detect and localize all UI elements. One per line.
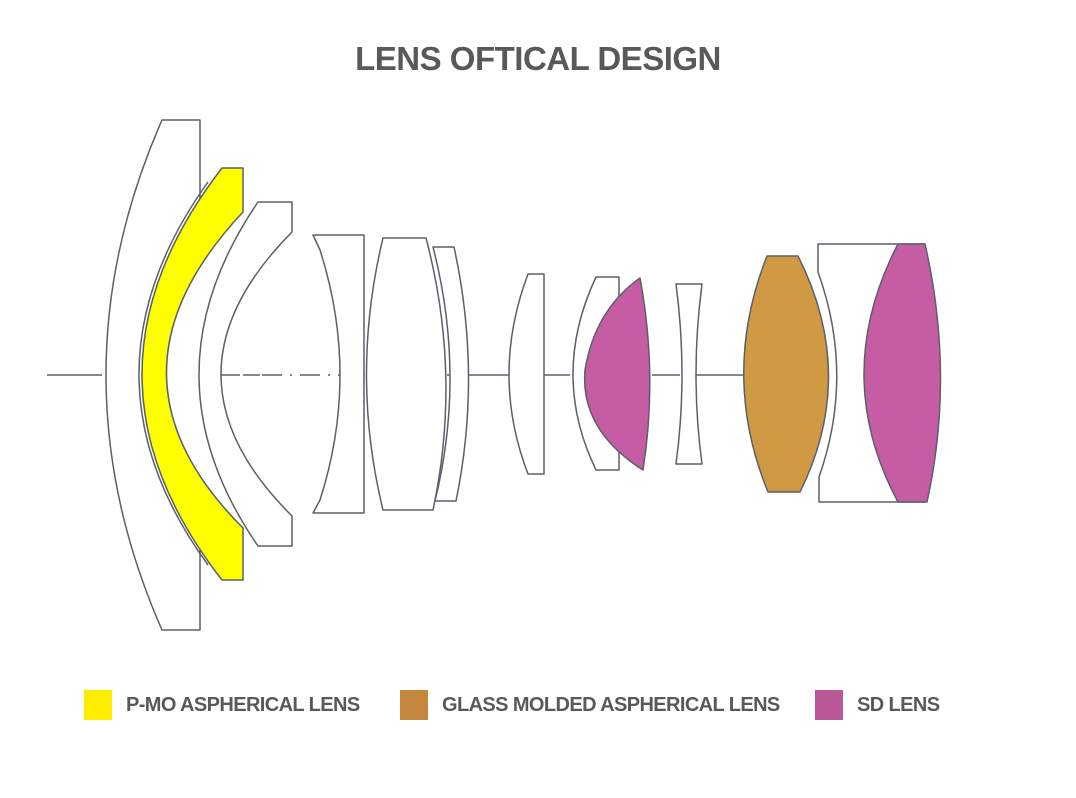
lens-element-7 (508, 273, 545, 475)
legend-label: P-MO ASPHERICAL LENS (126, 693, 360, 716)
lens-element-9 (583, 277, 651, 471)
legend-swatch-glass-molded (400, 690, 428, 720)
lens-element-3 (198, 201, 293, 547)
legend: P-MO ASPHERICAL LENS GLASS MOLDED ASPHER… (0, 690, 1076, 724)
lens-element-13 (863, 243, 942, 503)
lens-element-11 (743, 255, 830, 493)
legend-item-p-mo: P-MO ASPHERICAL LENS (84, 690, 360, 720)
lens-element-5 (365, 237, 447, 511)
legend-label: GLASS MOLDED ASPHERICAL LENS (442, 693, 780, 716)
lens-element-4 (312, 234, 365, 514)
legend-swatch-sd (815, 690, 843, 720)
lens-element-10 (675, 283, 703, 465)
diagram-title: LENS OFTICAL DESIGN (355, 40, 721, 77)
legend-item-sd: SD LENS (815, 690, 940, 720)
legend-item-glass-molded: GLASS MOLDED ASPHERICAL LENS (400, 690, 780, 720)
lens-element-2 (141, 167, 244, 581)
legend-label: SD LENS (857, 693, 940, 716)
lens-edge-line (138, 181, 209, 566)
legend-swatch-p-mo (84, 690, 112, 720)
lens-element-6 (432, 246, 470, 502)
